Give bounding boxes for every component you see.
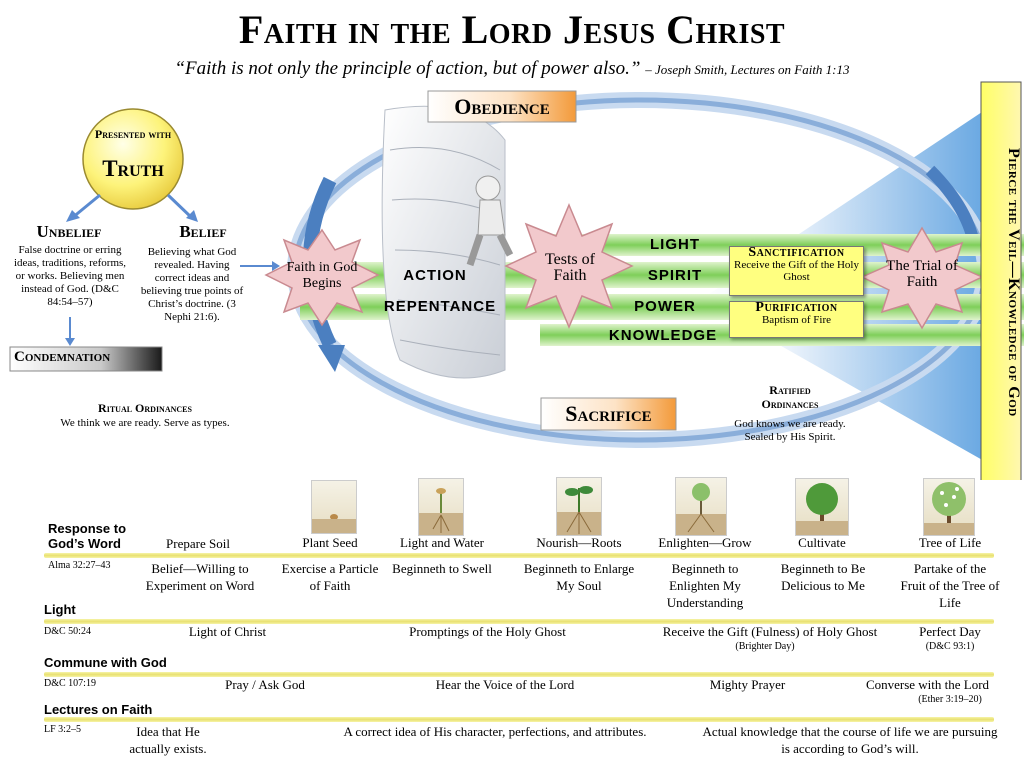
subtitle-quote: “Faith is not only the principle of acti… (0, 58, 1024, 80)
band-action-label: ACTION (403, 267, 467, 284)
commune-cell-4: Converse with the Lord (865, 677, 990, 692)
timeline-arrow-commune (44, 672, 994, 677)
stage-desc-6: Beginneth to Be Delicious to Me (780, 561, 866, 593)
belief-text: Believing what God revealed. Having corr… (140, 246, 244, 323)
tree-image (795, 478, 849, 536)
sanctification-title: Sanctification (748, 245, 845, 260)
young-tree-image (675, 477, 727, 536)
stage-desc-1: Belief—Willing to Experiment on Word (145, 561, 255, 593)
stage-4: Nourish—Roots (536, 535, 622, 550)
commune-row-title: Commune with God (44, 655, 167, 670)
condemnation-label: Condemnation (14, 349, 111, 365)
ratified-ordinances-text: God knows we are ready. Sealed by His Sp… (734, 418, 846, 443)
lectures-cell-2: A correct idea of His character, perfect… (343, 724, 647, 739)
presented-with-label: Presented with (94, 127, 172, 141)
tree-of-life-image (923, 478, 975, 536)
star-trial-of-faith (860, 226, 984, 330)
stage-5: Enlighten—Grow (658, 535, 752, 550)
truth-sun (82, 108, 184, 210)
staircase-illustration (381, 105, 506, 379)
purification-title: Purification (755, 300, 838, 315)
obedience-box (427, 90, 577, 123)
lectures-row-ref: LF 3:2–5 (44, 724, 81, 735)
climbing-figure (466, 175, 514, 267)
lectures-cell-3: Actual knowledge that the course of life… (702, 724, 998, 756)
quote-citation: – Joseph Smith, Lectures on Faith 1:13 (645, 62, 850, 77)
band-spirit-label: SPIRIT (647, 267, 703, 284)
veil-bar (980, 81, 1022, 480)
seed-image (311, 480, 357, 534)
star-faith-begins (264, 228, 380, 327)
light-cell-4: Perfect Day (919, 624, 981, 639)
sacrifice-box (540, 397, 677, 431)
light-row-ref: D&C 50:24 (44, 626, 91, 637)
trial-of-faith-label: The Trial of Faith (886, 258, 958, 290)
stage-3: Light and Water (400, 535, 484, 550)
veil-label: Pierce the Veil—Knowledge of God (1005, 147, 1022, 417)
stage-desc-7: Partake of the Fruit of the Tree of Life (900, 561, 1000, 610)
belief-title: Belief (179, 222, 227, 241)
timeline-arrow-light (44, 619, 994, 624)
light-cell-1: Light of Christ (188, 624, 267, 639)
page-title: Faith in the Lord Jesus Christ (238, 7, 786, 52)
sanctification-box: Sanctification Receive the Gift of the H… (729, 246, 864, 296)
response-row-title: Response to God’s Word (48, 521, 127, 551)
tests-of-faith-label: Tests of Faith (545, 251, 595, 284)
band-knowledge-label: KNOWLEDGE (608, 327, 718, 344)
condemnation-box (9, 346, 163, 372)
stage-desc-5: Beginneth to Enlighten My Understanding (666, 561, 744, 610)
arrow-to-belief (166, 193, 194, 220)
light-row-title: Light (44, 602, 76, 617)
sanctification-text: Receive the Gift of the Holy Ghost (734, 259, 859, 283)
band-power-label: POWER (634, 298, 696, 315)
stage-desc-3: Beginneth to Swell (392, 561, 492, 576)
commune-cell-2: Hear the Voice of the Lord (435, 677, 575, 692)
purification-box: Purification Baptism of Fire (729, 301, 864, 338)
ratified-ordinances-title: Ratified Ordinances (761, 383, 819, 411)
stage-desc-2: Exercise a Particle of Faith (281, 561, 379, 593)
quote-text: “Faith is not only the principle of acti… (174, 58, 641, 79)
stage-desc-4: Beginneth to Enlarge My Soul (523, 561, 635, 593)
sprout-image (418, 478, 464, 536)
unbelief-text: False doctrine or erring ideas, traditio… (13, 244, 127, 308)
light-sub-brighter: (Brighter Day) (735, 641, 795, 652)
lectures-row-title: Lectures on Faith (44, 702, 153, 717)
commune-sub-ether: (Ether 3:19–20) (918, 694, 982, 705)
arrow-to-unbelief (71, 193, 101, 220)
light-cell-2: Promptings of the Holy Ghost (409, 624, 566, 639)
stage-7: Tree of Life (918, 535, 982, 550)
commune-cell-3: Mighty Prayer (709, 677, 786, 692)
truth-label: Truth (102, 156, 164, 181)
timeline-arrow-response (44, 553, 994, 558)
band-repentance-label: REPENTANCE (383, 298, 497, 315)
response-row-ref: Alma 32:27–43 (48, 560, 111, 571)
ritual-ordinances-text: We think we are ready. Serve as types. (60, 417, 230, 429)
band-light-label: LIGHT (650, 236, 700, 253)
light-sub-dc93: (D&C 93:1) (925, 641, 975, 652)
seedling-image (556, 477, 602, 536)
purification-text: Baptism of Fire (761, 314, 832, 326)
obedience-label: Obedience (454, 94, 550, 119)
stage-1: Prepare Soil (166, 536, 230, 551)
lectures-cell-1: Idea that He actually exists. (129, 724, 207, 756)
stage-6: Cultivate (798, 535, 846, 550)
stage-2: Plant Seed (302, 535, 358, 550)
light-cell-3: Receive the Gift (Fulness) of Holy Ghost (662, 624, 878, 639)
star-tests-of-faith (504, 203, 634, 329)
faith-begins-label: Faith in God Begins (286, 260, 358, 291)
unbelief-title: Unbelief (36, 222, 102, 241)
commune-row-ref: D&C 107:19 (44, 678, 96, 689)
timeline-arrow-lectures (44, 717, 994, 722)
sacrifice-label: Sacrifice (565, 401, 652, 426)
commune-cell-1: Pray / Ask God (225, 677, 305, 692)
ritual-ordinances-title: Ritual Ordinances (98, 401, 192, 415)
